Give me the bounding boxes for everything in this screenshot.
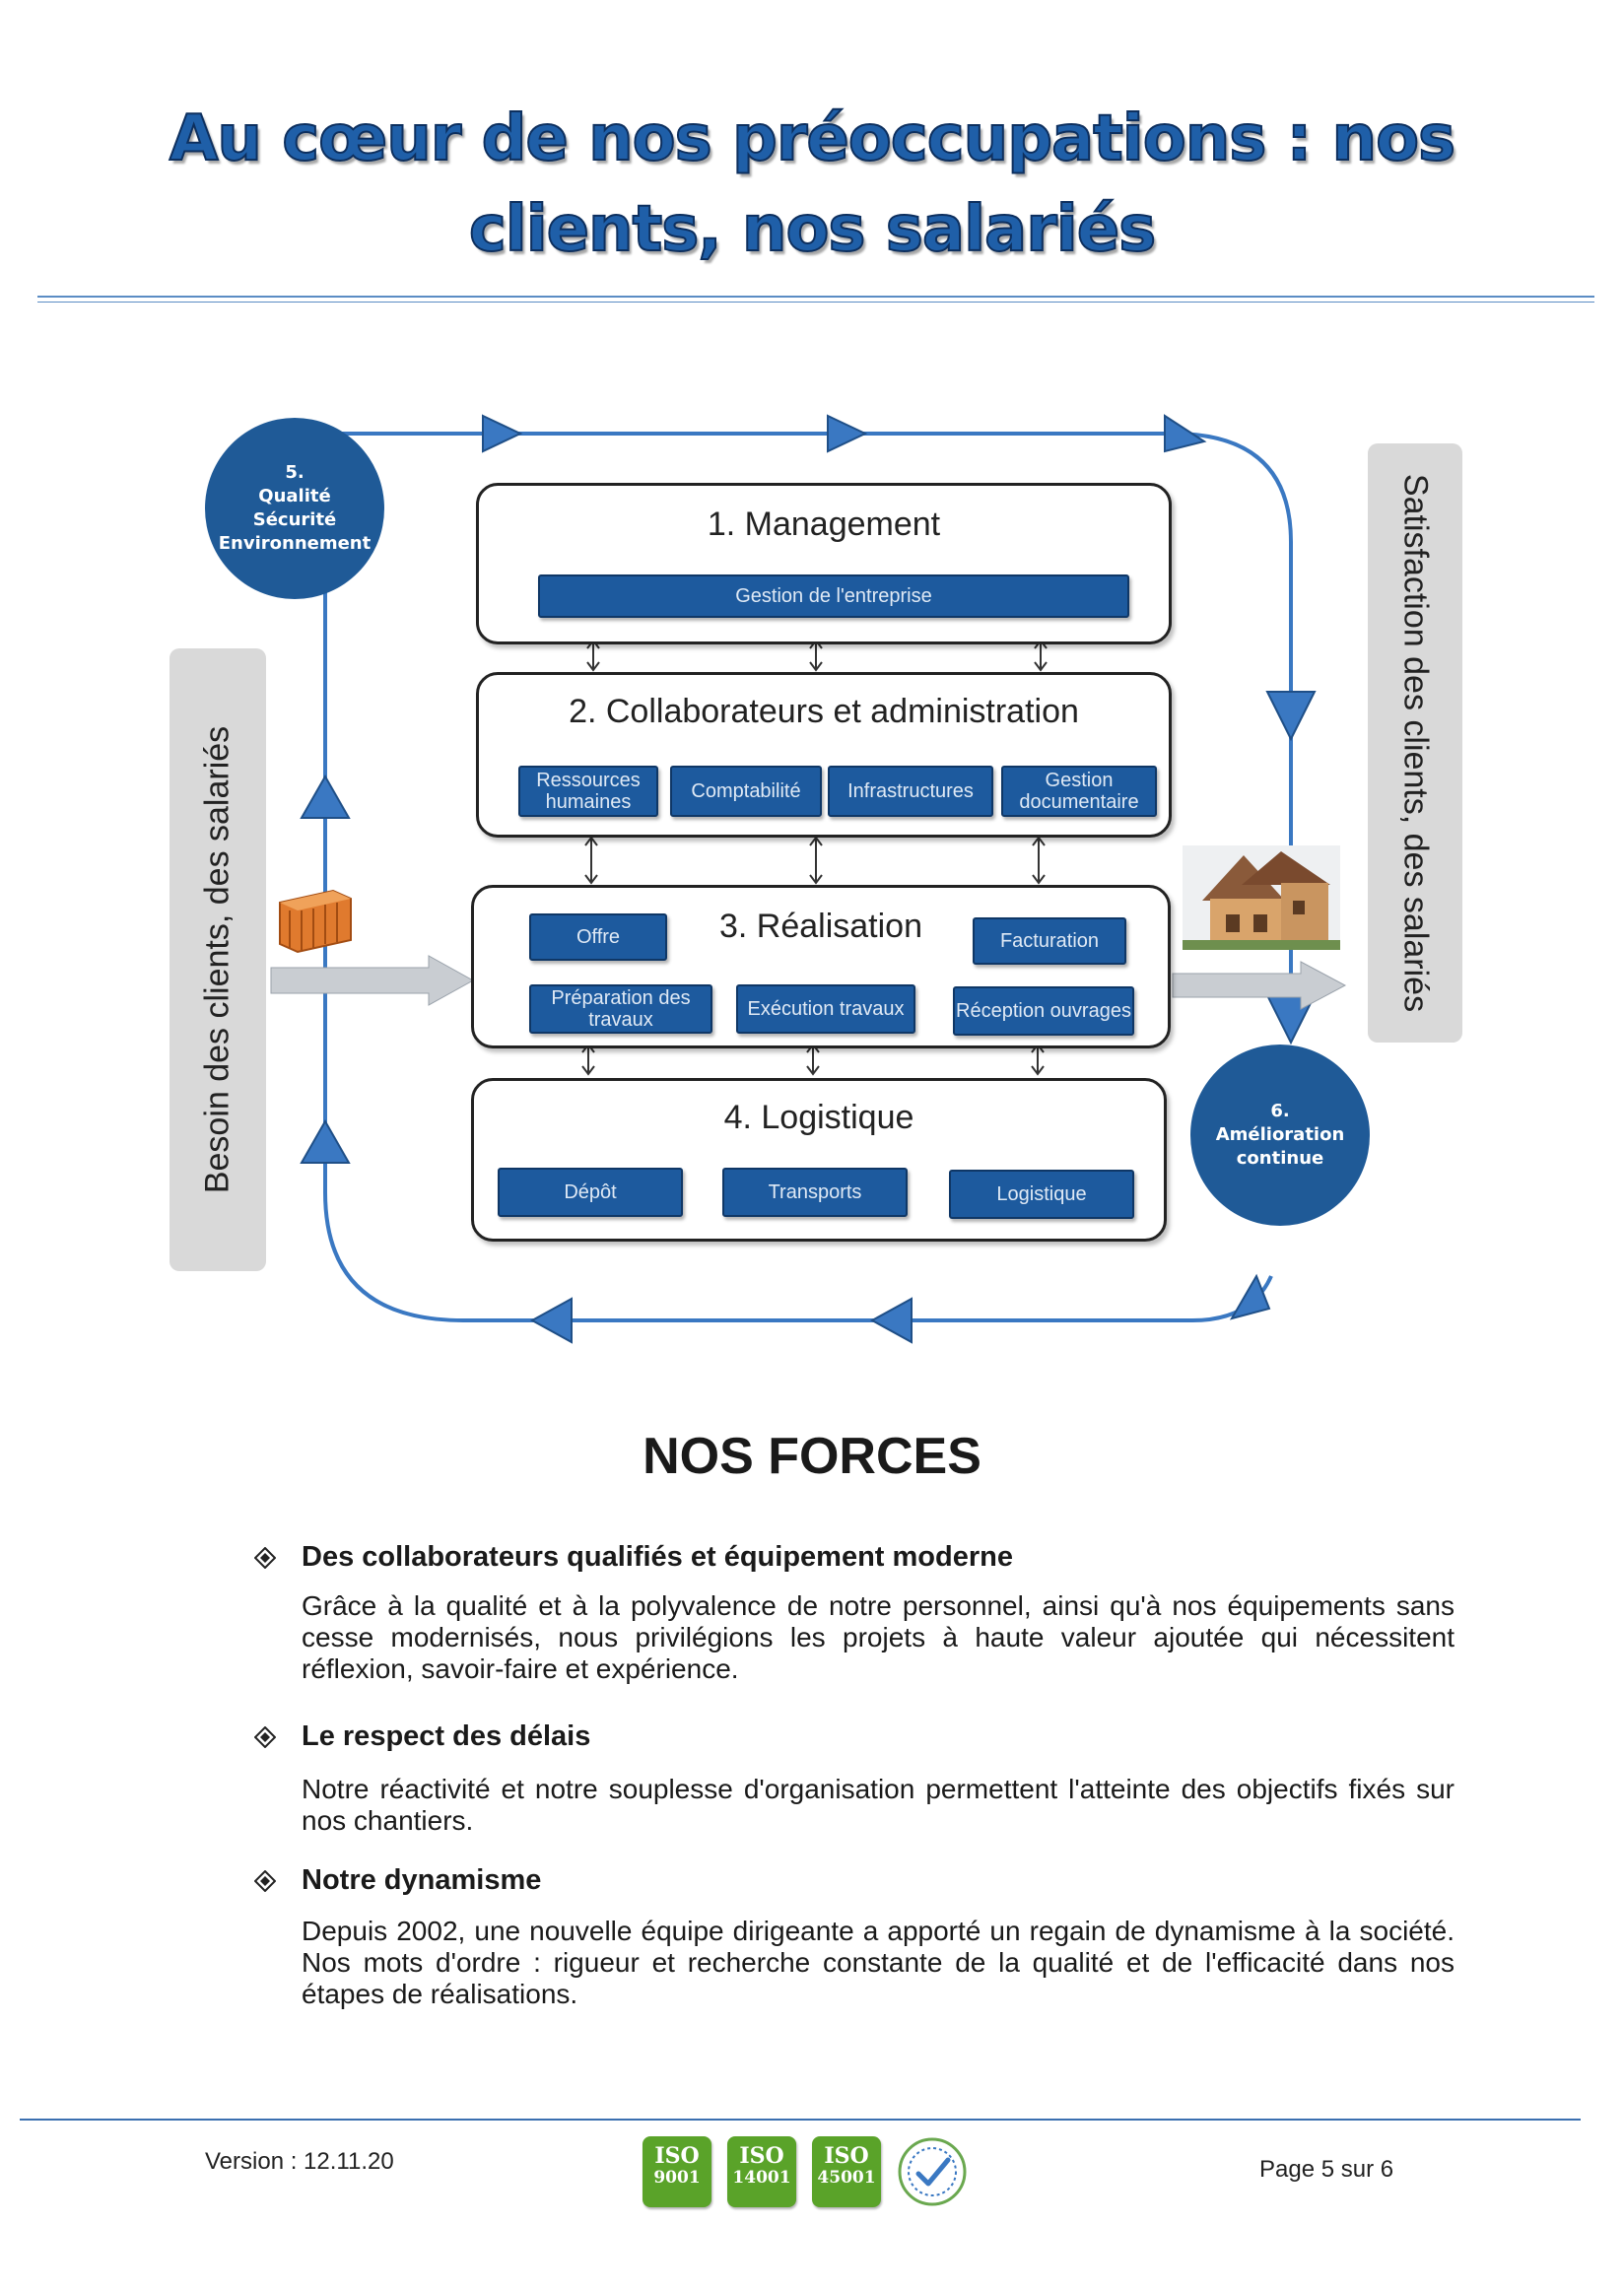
logistique-title: 4. Logistique (723, 1099, 914, 1136)
force-body-3: Depuis 2002, une nouvelle équipe dirigea… (302, 1916, 1455, 2009)
left-side-bar: Besoin des clients, des salariés (169, 648, 266, 1271)
circle-qse-line3: Environnement (218, 533, 372, 554)
right-side-label: Satisfaction des clients, des salariés (1396, 473, 1435, 1013)
box-collaborateurs: 2. Collaborateurs et administration Ress… (476, 672, 1172, 838)
connector (1034, 639, 1048, 672)
management-title: 1. Management (707, 506, 941, 543)
force-heading-1: Des collaborateurs qualifiés et équipeme… (302, 1541, 1013, 1573)
process-diagram: Besoin des clients, des salariés Satisfa… (158, 404, 1478, 1350)
forces-title: NOS FORCES (643, 1428, 981, 1485)
certification-seal-icon (898, 2137, 967, 2206)
box-logistique: 4. Logistique Dépôt Transports Logistiqu… (471, 1078, 1167, 1242)
collaborateurs-title: 2. Collaborateurs et administration (569, 693, 1079, 730)
chip-execution-travaux: Exécution travaux (736, 984, 915, 1034)
connector (581, 1043, 595, 1076)
arrow-left-2 (529, 1297, 573, 1344)
arrow-right-3 (1164, 414, 1207, 453)
chip-ressources-humaines: Ressources humaines (518, 766, 658, 817)
chip-reception-ouvrages: Réception ouvrages (953, 986, 1134, 1036)
circle-qse-line1: Qualité (258, 486, 331, 506)
brick-icon (279, 889, 352, 954)
connector (1032, 836, 1046, 885)
connector (586, 639, 600, 672)
chip-offre: Offre (529, 913, 667, 961)
footer-divider (20, 2119, 1581, 2121)
iso-45001-number: 45001 (817, 2168, 876, 2188)
iso-45001-label: ISO (824, 2143, 869, 2169)
diamond-bullet-icon (254, 1870, 276, 1892)
iso-45001-badge: ISO 45001 (812, 2136, 881, 2207)
arrow-down-1 (1265, 691, 1317, 742)
chip-comptabilite: Comptabilité (670, 766, 822, 817)
footer-version: Version : 12.11.20 (205, 2148, 394, 2175)
chip-gestion-documentaire: Gestion documentaire (1001, 766, 1157, 817)
arrow-up-2 (300, 774, 351, 819)
connector (1031, 1043, 1045, 1076)
header-divider-top (37, 296, 1594, 298)
box-management: 1. Management Gestion de l'entreprise (476, 483, 1172, 644)
chip-preparation-travaux: Préparation des travaux (529, 984, 712, 1034)
circle-amelioration-line2: continue (1236, 1148, 1324, 1169)
footer-page-number: Page 5 sur 6 (1259, 2156, 1394, 2183)
chip-depot: Dépôt (498, 1168, 683, 1217)
header-divider-bottom (37, 302, 1594, 303)
input-arrow (270, 955, 475, 1006)
arrow-right-1 (482, 414, 523, 453)
force-body-2: Notre réactivité et notre souplesse d'or… (302, 1774, 1455, 1836)
chip-transports: Transports (722, 1168, 908, 1217)
connector (584, 836, 598, 885)
circle-qse-line2: Sécurité (252, 509, 337, 530)
arrow-corner (1229, 1273, 1271, 1320)
connector (809, 836, 823, 885)
flow-arrows (270, 414, 1347, 1344)
realisation-title: 3. Réalisation (718, 908, 922, 945)
circle-qse-number: 5. (285, 462, 304, 483)
output-arrow (1172, 961, 1347, 1010)
connector (806, 1043, 820, 1076)
iso-9001-label: ISO (654, 2143, 700, 2169)
right-side-bar: Satisfaction des clients, des salariés (1368, 443, 1462, 1043)
connector (809, 639, 823, 672)
chip-facturation: Facturation (973, 917, 1126, 965)
force-heading-2: Le respect des délais (302, 1720, 591, 1752)
title-line-2: clients, nos salariés (468, 192, 1157, 267)
diamond-bullet-icon (254, 1547, 276, 1569)
iso-9001-number: 9001 (653, 2168, 701, 2188)
title-line-1: Au cœur de nos préoccupations : nos (169, 101, 1456, 176)
circle-amelioration-line1: Amélioration (1215, 1124, 1345, 1145)
box-realisation: 3. Réalisation Offre Facturation Prépara… (471, 885, 1171, 1048)
left-side-label: Besoin des clients, des salariés (198, 725, 237, 1194)
page-title: Au cœur de nos préoccupations : nos clie… (0, 94, 1624, 275)
diamond-bullet-icon (254, 1726, 276, 1748)
house-icon (1183, 845, 1340, 950)
circle-amelioration: 6. Amélioration continue (1190, 1045, 1370, 1226)
chip-gestion-entreprise: Gestion de l'entreprise (538, 574, 1129, 618)
iso-14001-number: 14001 (732, 2168, 791, 2188)
arrow-left-1 (869, 1297, 913, 1344)
arrow-right-2 (827, 414, 868, 453)
circle-amelioration-number: 6. (1270, 1101, 1290, 1121)
iso-9001-badge: ISO 9001 (643, 2136, 711, 2207)
force-heading-3: Notre dynamisme (302, 1864, 542, 1896)
chip-logistique: Logistique (949, 1170, 1134, 1219)
force-body-1: Grâce à la qualité et à la polyvalence d… (302, 1590, 1455, 1684)
iso-14001-badge: ISO 14001 (727, 2136, 796, 2207)
arrow-up-1 (300, 1118, 351, 1164)
iso-14001-label: ISO (739, 2143, 784, 2169)
circle-qse: 5. Qualité Sécurité Environnement (205, 418, 384, 599)
chip-infrastructures: Infrastructures (828, 766, 993, 817)
